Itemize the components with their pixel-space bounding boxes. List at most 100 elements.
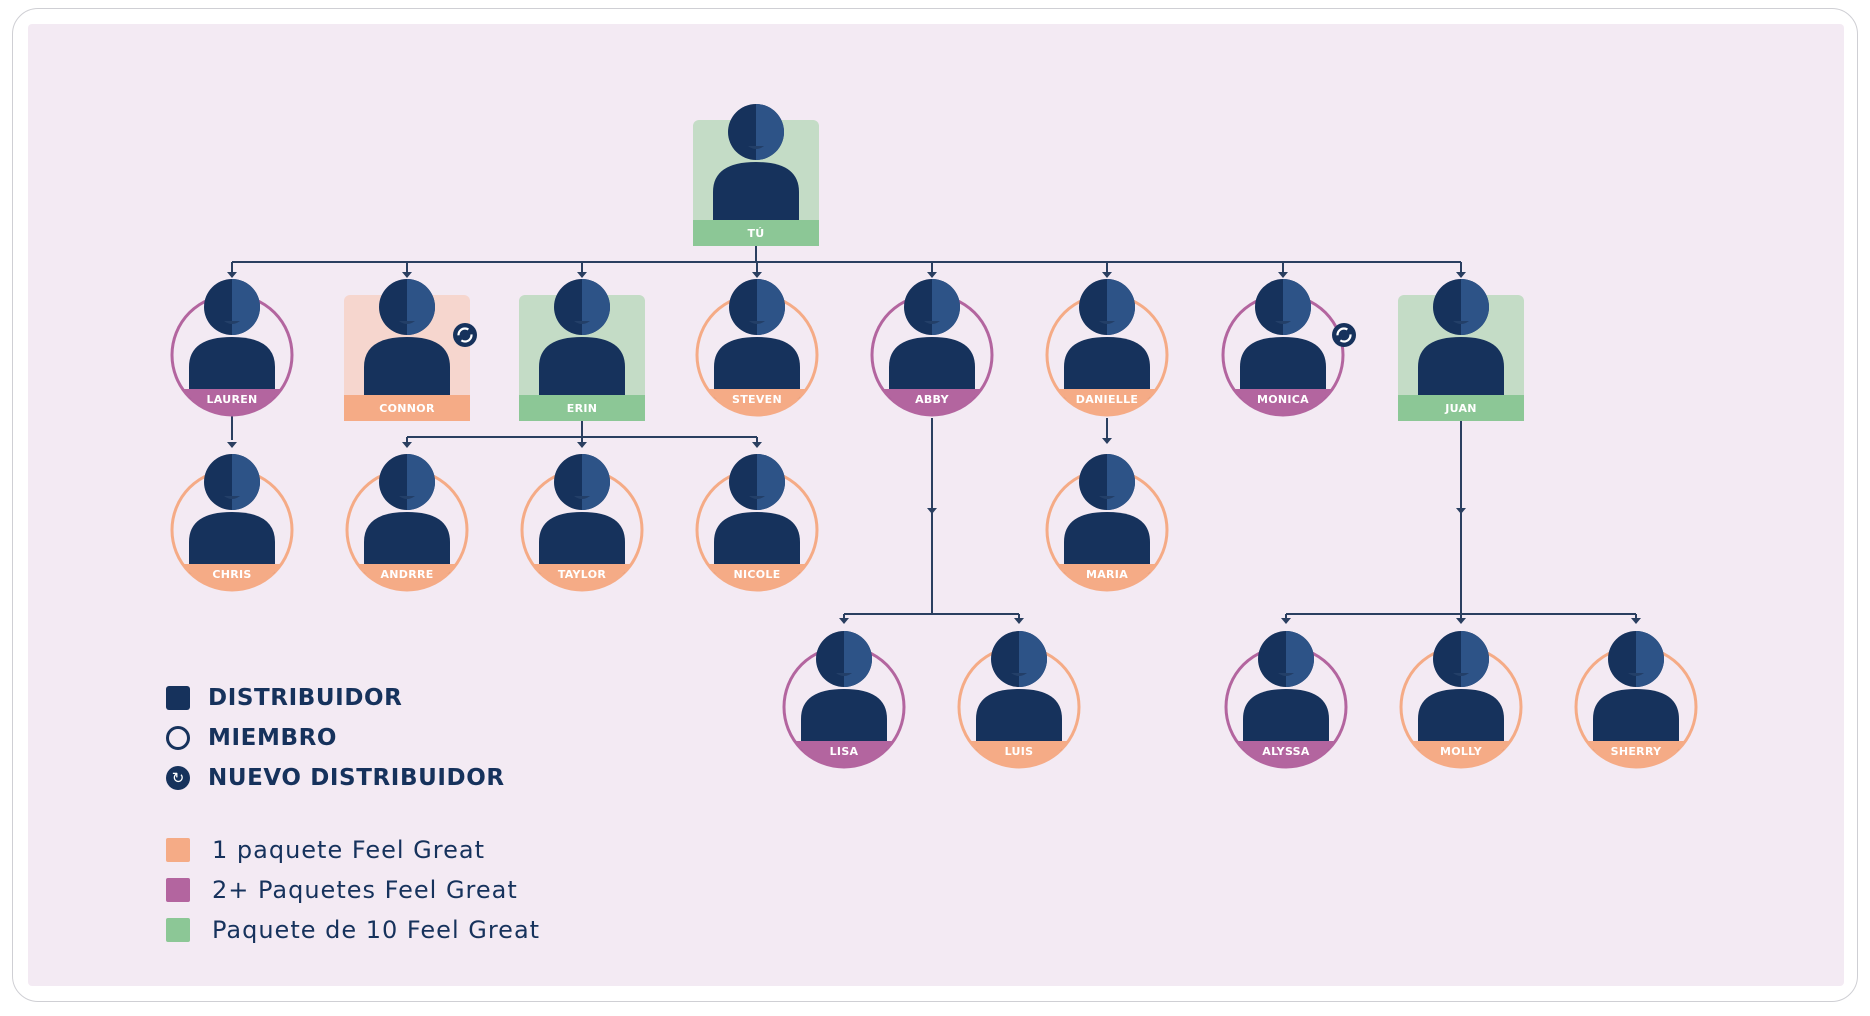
node-maria: MARIA [1045,454,1169,592]
circle-icon [166,726,190,750]
person-icon [1418,279,1504,399]
legend-item-paquete-10: Paquete de 10 Feel Great [166,910,540,950]
person-chin [1099,321,1115,324]
arrowhead [1102,272,1112,278]
arrowhead [577,272,587,278]
arrowhead [227,442,237,448]
person-chin [748,146,764,149]
person-icon [889,279,975,399]
person-icon [976,631,1062,751]
person-body [189,512,275,574]
person-chin [1453,321,1469,324]
refresh-icon-arc [1336,327,1352,343]
legend-item-miembro: MIEMBRO [166,718,540,758]
person-head-shade [232,279,260,335]
person-head-shade [757,454,785,510]
arrowhead [577,442,587,448]
person-chin [924,321,940,324]
arrowhead [402,442,412,448]
person-chin [224,321,240,324]
arrowhead [227,272,237,278]
label-bar [794,741,894,767]
label-bar [357,564,457,590]
node-erin: ERIN [453,279,645,421]
node-label: LAUREN [206,393,257,406]
label-bar [182,564,282,590]
node-juan: JUAN [1332,279,1524,421]
person-chin [1099,496,1115,499]
person-icon [714,454,800,574]
node-label: MONICA [1257,393,1309,406]
node-label: MOLLY [1440,745,1483,758]
arrowhead [1456,272,1466,278]
label-bar [532,564,632,590]
legend-label: 2+ Paquetes Feel Great [212,876,518,904]
person-icon [1064,454,1150,574]
node-taylor: TAYLOR [520,454,644,592]
person-head-shade [757,279,785,335]
person-body [539,512,625,574]
person-head-shade [1636,631,1664,687]
arrowhead [752,442,762,448]
legend-label: Paquete de 10 Feel Great [212,916,541,944]
person-body [1243,689,1329,751]
person-icon [539,454,625,574]
person-chin [1011,673,1027,676]
node-label: CONNOR [379,402,435,415]
legend-label: DISTRIBUIDOR [208,685,403,711]
refresh-icon [453,323,477,347]
person-icon [713,104,799,224]
legend-label: 1 paquete Feel Great [212,836,485,864]
person-body [1593,689,1679,751]
person-icon [801,631,887,751]
person-icon [189,454,275,574]
person-head-shade [1283,279,1311,335]
person-body [1064,337,1150,399]
label-bar [969,741,1069,767]
person-body [1064,512,1150,574]
person-chin [836,673,852,676]
node-label: NICOLE [733,568,780,581]
person-chin [399,321,415,324]
person-head-shade [844,631,872,687]
legend-item-distribuidor: DISTRIBUIDOR [166,678,540,718]
label-bar [182,389,282,415]
person-body [889,337,975,399]
person-chin [749,496,765,499]
node-label: CHRIS [212,568,251,581]
node-label: SHERRY [1611,745,1662,758]
arrowhead [1456,508,1466,514]
person-body [1418,337,1504,399]
peach-swatch [166,838,190,862]
node-label: TAYLOR [558,568,607,581]
arrowhead [839,618,849,624]
arrowhead [927,272,937,278]
person-head-shade [232,454,260,510]
person-chin [399,496,415,499]
person-chin [574,321,590,324]
legend-label: NUEVO DISTRIBUIDOR [208,765,505,791]
legend: DISTRIBUIDOR MIEMBRO ↻ NUEVO DISTRIBUIDO… [166,678,540,950]
label-bar [707,389,807,416]
legend-label: MIEMBRO [208,725,338,751]
person-icon [1240,279,1326,399]
label-bar [1057,564,1157,590]
legend-item-paquete-1: 1 paquete Feel Great [166,830,540,870]
node-label: JUAN [1444,402,1477,415]
person-body [714,512,800,574]
node-connor: CONNOR [344,279,470,421]
node-sherry: SHERRY [1574,631,1698,769]
node-lisa: LISA [782,631,906,769]
person-head-shade [932,279,960,335]
person-head-shade [407,454,435,510]
person-chin [224,496,240,499]
legend-item-paquete-2: 2+ Paquetes Feel Great [166,870,540,910]
node-label: STEVEN [732,393,782,406]
arrowhead [402,272,412,278]
purple-swatch [166,878,190,902]
person-head-shade [1019,631,1047,687]
label-bar-bottom [1398,395,1524,421]
node-label: ABBY [915,393,950,406]
label-bar [882,389,982,415]
person-head-shade [1461,631,1489,687]
